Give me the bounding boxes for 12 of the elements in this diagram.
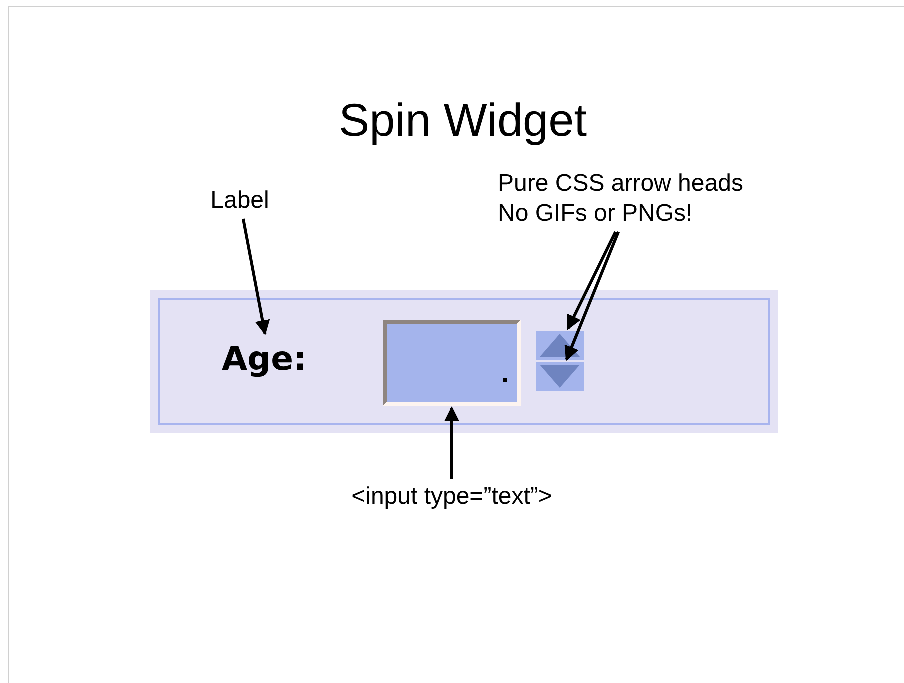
leader-arrow [566,231,618,330]
widget-panel [150,290,778,433]
field-label: Age: [222,336,318,382]
input-field [383,320,521,406]
leader-arrow [564,231,620,362]
callout-text: Label [200,186,280,216]
leader-arrow [444,406,460,479]
title: Spin Widget [338,93,588,148]
callout-text: Pure CSS arrow heads No GIFs or PNGs! [498,169,766,229]
leader-arrow [242,218,270,336]
callout-text: <input type=”text”> [310,482,594,512]
spin-down-button [536,362,584,391]
